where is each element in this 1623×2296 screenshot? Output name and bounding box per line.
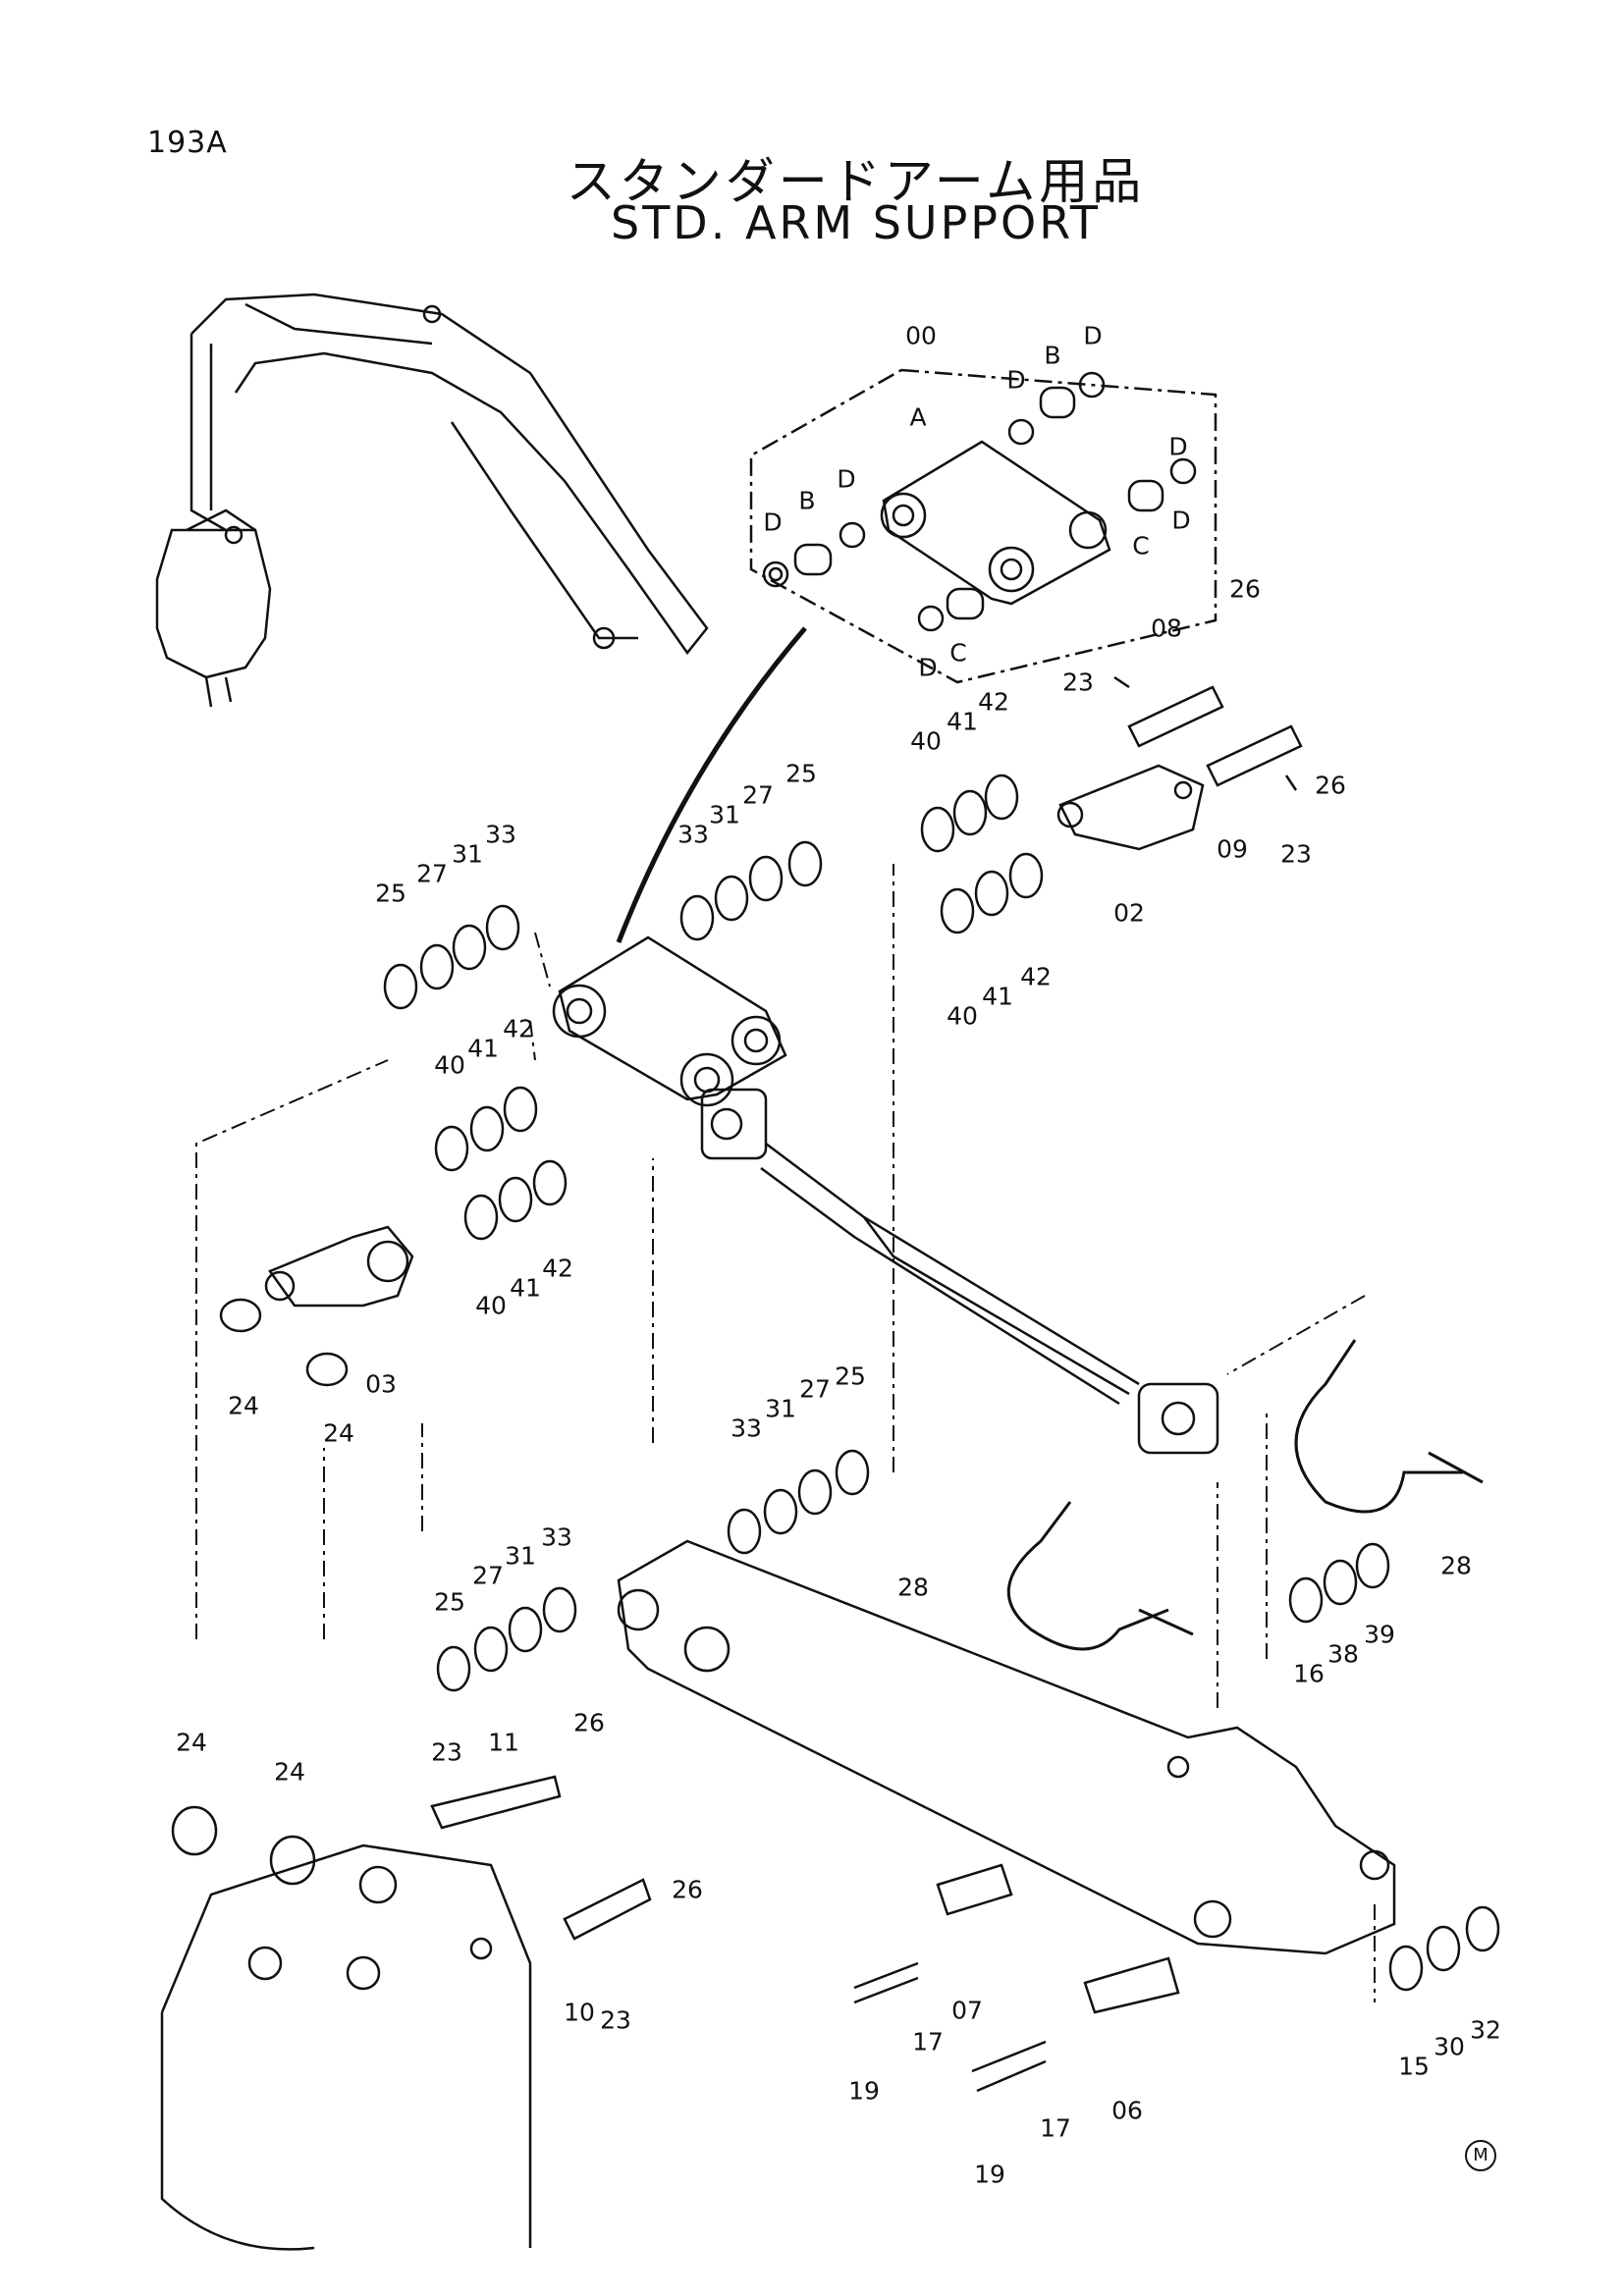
callout-19b: 19 [974, 2160, 1005, 2189]
callout-24d: 24 [274, 1757, 305, 1787]
side-plate-02 [1056, 764, 1205, 851]
callout-39: 39 [1364, 1620, 1395, 1649]
callout-D6: D [918, 653, 938, 682]
callout-27b: 27 [416, 859, 448, 888]
callout-28b: 28 [1440, 1551, 1472, 1580]
callout-00: 00 [905, 321, 937, 350]
callout-16: 16 [1293, 1659, 1325, 1688]
callout-23d: 23 [600, 2005, 631, 2035]
leader-lines [195, 864, 1376, 2002]
callout-24b: 24 [323, 1418, 354, 1448]
callout-42d: 42 [542, 1254, 573, 1283]
callout-24a: 24 [228, 1391, 259, 1420]
title-english: STD. ARM SUPPORT [611, 196, 1101, 249]
callout-26c: 26 [573, 1708, 605, 1737]
callout-B1: B [798, 486, 816, 515]
callout-19a: 19 [848, 2076, 880, 2106]
callout-26d: 26 [672, 1875, 703, 1904]
callout-09: 09 [1217, 834, 1248, 864]
callout-42a: 42 [978, 687, 1009, 717]
callout-23c: 23 [431, 1737, 462, 1767]
callout-25b: 25 [375, 879, 406, 908]
callout-25a: 25 [785, 759, 817, 788]
callout-07: 07 [951, 1996, 983, 2025]
callout-D5: D [1171, 506, 1191, 535]
arm-body [617, 1539, 1396, 1955]
callout-10: 10 [564, 1998, 595, 2027]
callout-26b: 26 [1315, 771, 1346, 800]
callout-33c: 33 [730, 1414, 762, 1443]
callout-D7: D [1168, 432, 1188, 461]
callout-26a: 26 [1229, 574, 1261, 604]
callout-23b: 23 [1280, 839, 1312, 869]
assembly-00-boundary [749, 368, 1217, 684]
callout-C1: C [1132, 531, 1150, 561]
callout-41d: 41 [510, 1273, 541, 1303]
callout-41b: 41 [982, 982, 1013, 1011]
callout-25d: 25 [434, 1587, 465, 1617]
callout-40d: 40 [475, 1291, 507, 1320]
lower-pins [171, 1775, 1180, 2093]
callout-D3: D [1006, 365, 1026, 395]
callout-03: 03 [365, 1369, 397, 1399]
side-plate-03 [219, 1225, 414, 1387]
callout-27d: 27 [472, 1561, 504, 1590]
callout-17b: 17 [1040, 2113, 1071, 2143]
callout-31c: 31 [765, 1394, 796, 1423]
callout-24c: 24 [176, 1728, 207, 1757]
callout-27c: 27 [799, 1374, 831, 1404]
callout-D2: D [837, 464, 856, 494]
callout-33a: 33 [677, 820, 709, 849]
callout-40b: 40 [947, 1001, 978, 1031]
link-a [880, 440, 1111, 606]
callout-30: 30 [1434, 2032, 1465, 2061]
callout-33d: 33 [541, 1522, 572, 1552]
callout-31b: 31 [452, 839, 483, 869]
callout-25c: 25 [835, 1362, 866, 1391]
callout-17a: 17 [912, 2027, 944, 2056]
callout-11: 11 [488, 1728, 519, 1757]
assembly-leader [616, 626, 807, 943]
callout-23a: 23 [1062, 667, 1094, 697]
callout-41c: 41 [467, 1034, 499, 1063]
registered-mark: M [1465, 2140, 1496, 2171]
title-japanese: スタンダードアーム用品 [566, 153, 1146, 210]
excavator-overview [155, 293, 709, 708]
callout-02: 02 [1113, 898, 1145, 928]
page-code: 193A [147, 126, 228, 160]
callout-42b: 42 [1020, 962, 1052, 991]
callout-C2: C [949, 638, 967, 667]
bushings-in-box [762, 371, 1197, 632]
pins-08-09 [1113, 675, 1303, 791]
callout-A: A [909, 402, 927, 432]
hoses-28 [1006, 1339, 1484, 1651]
link-lower [552, 935, 787, 1107]
callout-D4: D [1083, 321, 1103, 350]
callout-08: 08 [1151, 614, 1182, 643]
callout-31d: 31 [505, 1541, 536, 1571]
callout-42c: 42 [503, 1014, 534, 1043]
callout-B2: B [1044, 341, 1061, 370]
shim-rings [383, 774, 1500, 1992]
callout-06: 06 [1111, 2096, 1143, 2125]
callout-D1: D [763, 507, 783, 537]
callout-31a: 31 [709, 800, 740, 829]
callout-15: 15 [1398, 2052, 1430, 2081]
callout-40a: 40 [910, 726, 942, 756]
bucket [160, 1843, 532, 2251]
callout-38: 38 [1327, 1639, 1359, 1669]
callout-32: 32 [1470, 2015, 1501, 2045]
callout-27a: 27 [742, 780, 774, 810]
callout-40c: 40 [434, 1050, 465, 1080]
callout-41a: 41 [947, 707, 978, 736]
callout-33b: 33 [485, 820, 516, 849]
callout-28a: 28 [897, 1573, 929, 1602]
arm-cylinder [700, 1088, 1219, 1455]
